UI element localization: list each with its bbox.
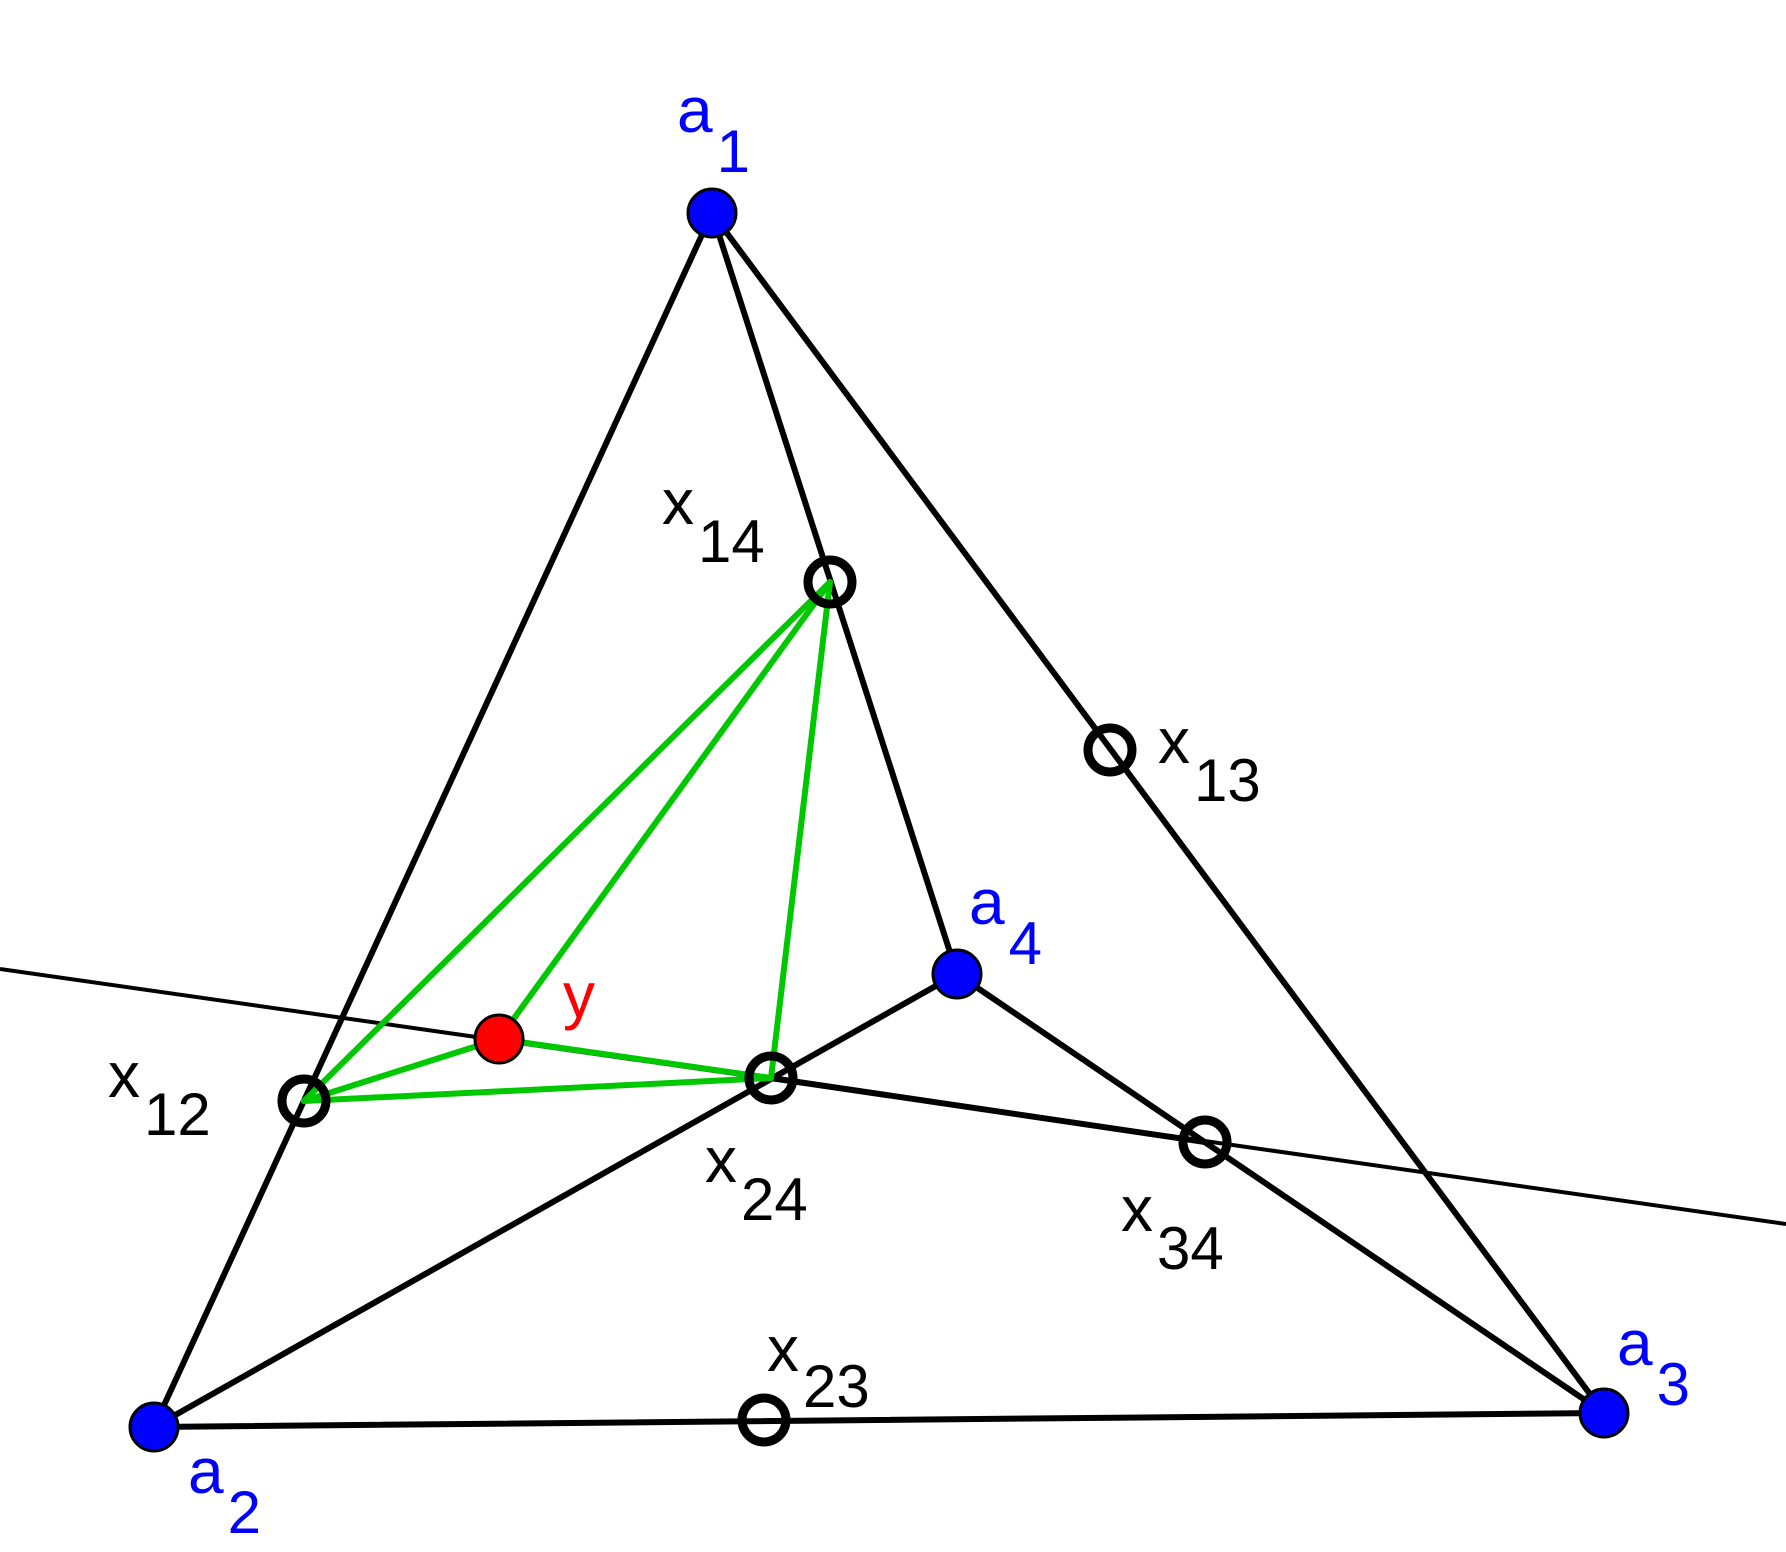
edge-a1-a2	[151, 210, 715, 1430]
vertex-a1	[686, 187, 738, 239]
ring-x12	[277, 1074, 331, 1128]
green-triangulation	[301, 579, 833, 1104]
green-edge-y-x14	[496, 579, 833, 1042]
point-y-dot	[473, 1013, 525, 1065]
ring-x13	[1083, 723, 1137, 777]
ring-x24	[744, 1051, 798, 1105]
label-x34: x34	[1121, 1173, 1224, 1282]
label-a1: a1	[677, 74, 750, 185]
green-edge-y-x24	[496, 1036, 774, 1081]
label-a3: a3	[1617, 1307, 1690, 1418]
vertex-a4	[931, 948, 983, 1000]
labels: a1 a2 a3 a4 x12 x13 x14 x23 x24 x34 y	[108, 74, 1690, 1546]
point-y	[473, 1013, 525, 1065]
edge-a4-a3	[954, 971, 1607, 1416]
label-a4: a4	[969, 866, 1042, 977]
label-x14: x14	[662, 466, 765, 575]
vertices	[128, 187, 1630, 1453]
intersection-points	[277, 555, 1232, 1447]
vertex-a3	[1578, 1387, 1630, 1439]
green-edge-x12-x24	[301, 1075, 774, 1104]
green-edge-x24-x14	[768, 579, 833, 1081]
edge-a2-a3	[151, 1410, 1607, 1430]
edge-a2-a4	[151, 971, 960, 1430]
label-x13: x13	[1158, 705, 1261, 814]
ring-x23	[737, 1393, 791, 1447]
green-edge-x12-x14	[301, 579, 833, 1104]
edge-x24-x34	[768, 1075, 1208, 1145]
vertex-a2	[128, 1401, 180, 1453]
label-x12: x12	[108, 1039, 211, 1148]
label-a2: a2	[188, 1435, 261, 1546]
ring-x34	[1178, 1115, 1232, 1169]
tetrahedron-edges	[151, 210, 1607, 1430]
edge-a1-a4	[709, 210, 960, 977]
edge-a1-a3	[709, 210, 1607, 1416]
ring-x14	[803, 555, 857, 609]
label-x24: x24	[705, 1124, 808, 1233]
label-y: y	[563, 959, 595, 1031]
label-x23: x23	[767, 1313, 870, 1420]
green-edge-x12-y	[301, 1036, 502, 1104]
